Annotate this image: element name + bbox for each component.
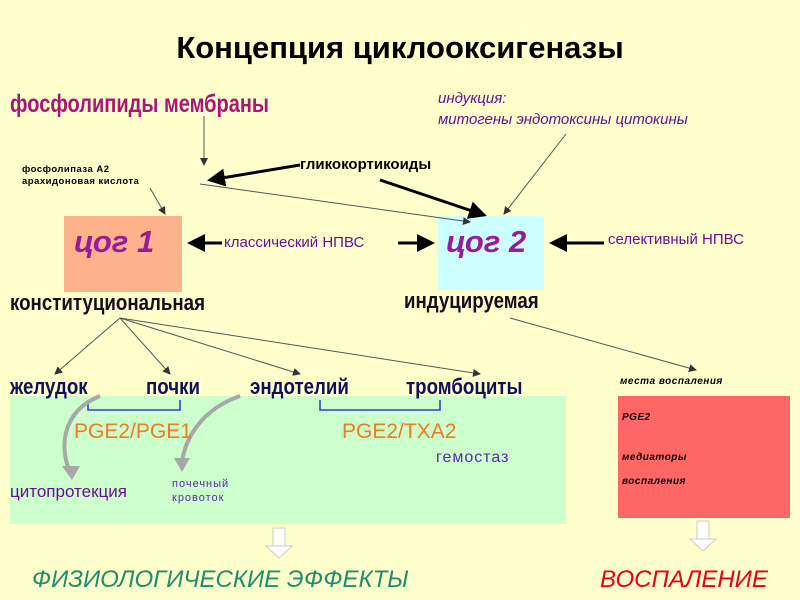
arrow-cox1-to-stomach — [54, 317, 121, 375]
renal-flow-line2: кровоток — [172, 492, 225, 504]
phospholipase-label: фосфолипаза А2 — [22, 164, 110, 175]
cytoprotection-label: цитопротекция — [10, 482, 127, 501]
organ-kidneys: почки — [146, 374, 200, 399]
classic-nsaid-label: классический НПВС — [224, 234, 365, 251]
arrow-cox1-to-endothelium — [119, 317, 301, 376]
organ-stomach: желудок — [10, 374, 88, 399]
hemostasis-label: гемостаз — [436, 449, 510, 466]
arrow-glucocorticoids-to-cox2 — [379, 178, 487, 219]
arrow-cox1-to-platelets — [119, 317, 481, 377]
glucocorticoids-label: гликокортикоиды — [300, 156, 432, 173]
arrow-cox1-to-kidneys — [119, 317, 171, 375]
physiological-effects-label: ФИЗИОЛОГИЧЕСКИЕ ЭФФЕКТЫ — [32, 566, 409, 593]
arrow-phospholipase-to-cox1 — [149, 187, 166, 215]
organ-endothelium: эндотелий — [250, 374, 349, 399]
inflammation-box — [618, 396, 790, 518]
cox1-label: цог 1 — [74, 224, 155, 259]
inflammation-mediators-line2: воспаления — [622, 476, 686, 487]
induction-factors: митогены эндотоксины цитокины — [438, 111, 688, 128]
selective-nsaid-label: селективный НПВС — [608, 231, 744, 248]
induction-heading: индукция: — [438, 90, 507, 107]
inflammation-label: ВОСПАЛЕНИЕ — [600, 566, 768, 593]
arrow-glucocorticoids-to-phospholipase — [207, 163, 301, 187]
organ-platelets: тромбоциты — [406, 374, 523, 399]
inflammation-mediators-line1: медиаторы — [622, 452, 687, 463]
down-arrow-inflammation — [688, 520, 718, 552]
physiological-effects-box — [10, 396, 566, 524]
renal-flow-line1: почечный — [172, 478, 230, 490]
cox2-label: цог 2 — [446, 224, 527, 259]
pge-right-label: PGE2/TXA2 — [342, 420, 457, 443]
arachidonic-acid-label: арахидоновая кислота — [22, 176, 140, 187]
cox2-type-label: индуцируемая — [404, 288, 539, 313]
cox2-box — [438, 216, 544, 290]
cox1-type-label: конституциональная — [10, 290, 206, 315]
cox1-box — [64, 216, 182, 292]
arrow-induction-to-cox2 — [503, 133, 567, 215]
pge-left-label: PGE2/PGE1 — [74, 420, 192, 443]
membrane-phospholipids-label: фосфолипиды мембраны — [10, 90, 270, 118]
inflammation-pge2-label: PGE2 — [622, 412, 651, 423]
arrow-cox2-to-inflammation — [509, 317, 697, 372]
arrow-phospholipase-to-cox2 — [199, 183, 471, 225]
down-arrow-physiological — [264, 527, 294, 559]
page-title: Концепция циклооксигеназы — [176, 30, 624, 65]
inflammation-sites-label: места воспаления — [620, 376, 723, 387]
